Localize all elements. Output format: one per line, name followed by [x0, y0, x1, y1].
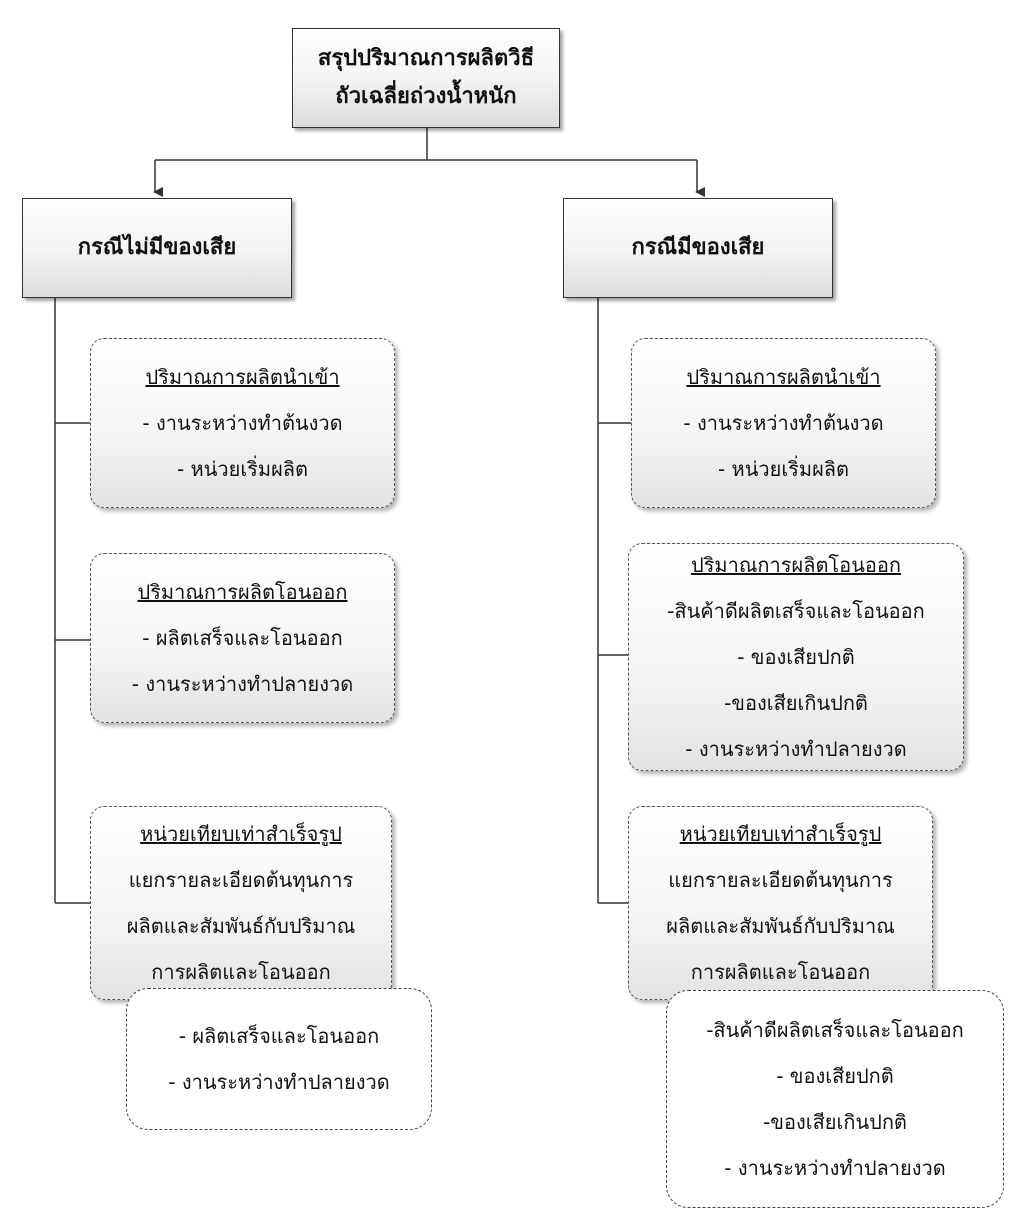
left-detail-box: - ผลิตเสร็จและโอนออก - งานระหว่างทำปลายง… [126, 988, 432, 1130]
right-output-item: -สินค้าดีผลิตเสร็จและโอนออก [667, 599, 925, 623]
left-case-box: กรณีไม่มีของเสีย [22, 198, 292, 298]
right-output-box: ปริมาณการผลิตโอนออก -สินค้าดีผลิตเสร็จแล… [628, 543, 964, 771]
left-equiv-box: หน่วยเทียบเท่าสำเร็จรูป แยกรายละเอียดต้น… [90, 806, 392, 1000]
right-input-item: - งานระหว่างทำต้นงวด [683, 411, 884, 435]
root-box: สรุปปริมาณการผลิตวิธี ถัวเฉลี่ยถ่วงน้ำหน… [292, 28, 560, 128]
right-output-item: -ของเสียเกินปกติ [724, 691, 868, 715]
left-detail-item: - ผลิตเสร็จและโอนออก [178, 1024, 380, 1048]
right-case-box: กรณีมีของเสีย [563, 198, 833, 298]
right-output-item: - ของเสียปกติ [737, 645, 855, 669]
left-output-item: - งานระหว่างทำปลายงวด [131, 672, 354, 696]
right-detail-item: - งานระหว่างทำปลายงวด [724, 1156, 946, 1180]
right-detail-item: -ของเสียเกินปกติ [763, 1110, 907, 1134]
left-input-item: - งานระหว่างทำต้นงวด [142, 411, 343, 435]
right-equiv-item: ผลิตและสัมพันธ์กับปริมาณ [666, 914, 895, 938]
right-input-item: - หน่วยเริ่มผลิต [717, 457, 850, 481]
right-equiv-item: แยกรายละเอียดต้นทุนการ [668, 868, 893, 892]
left-equiv-heading: หน่วยเทียบเท่าสำเร็จรูป [140, 822, 342, 846]
left-output-box: ปริมาณการผลิตโอนออก - ผลิตเสร็จและโอนออก… [90, 553, 395, 723]
left-detail-item: - งานระหว่างทำปลายงวด [168, 1070, 390, 1094]
right-equiv-box: หน่วยเทียบเท่าสำเร็จรูป แยกรายละเอียดต้น… [628, 806, 933, 1000]
left-input-heading: ปริมาณการผลิตนำเข้า [145, 365, 340, 389]
left-case-title: กรณีไม่มีของเสีย [77, 235, 237, 260]
right-equiv-item: การผลิตและโอนออก [690, 960, 871, 984]
left-output-item: - ผลิตเสร็จและโอนออก [142, 626, 343, 650]
left-equiv-item: แยกรายละเอียดต้นทุนการ [128, 868, 354, 892]
right-detail-box: -สินค้าดีผลิตเสร็จและโอนออก - ของเสียปกต… [666, 990, 1004, 1208]
left-input-box: ปริมาณการผลิตนำเข้า - งานระหว่างทำต้นงวด… [90, 338, 395, 508]
left-input-item: - หน่วยเริ่มผลิต [176, 457, 309, 481]
right-output-heading: ปริมาณการผลิตโอนออก [690, 553, 901, 577]
right-input-box: ปริมาณการผลิตนำเข้า - งานระหว่างทำต้นงวด… [631, 338, 936, 508]
right-detail-item: -สินค้าดีผลิตเสร็จและโอนออก [706, 1018, 964, 1042]
left-output-heading: ปริมาณการผลิตโอนออก [137, 580, 348, 604]
right-detail-item: - ของเสียปกติ [776, 1064, 894, 1088]
root-line-1: สรุปปริมาณการผลิตวิธี [317, 46, 535, 71]
left-equiv-item: การผลิตและโอนออก [151, 960, 331, 984]
root-line-2: ถัวเฉลี่ยถ่วงน้ำหนัก [335, 84, 517, 109]
right-equiv-heading: หน่วยเทียบเท่าสำเร็จรูป [679, 822, 882, 846]
left-equiv-item: ผลิตและสัมพันธ์กับปริมาณ [126, 914, 356, 938]
right-case-title: กรณีมีของเสีย [631, 235, 765, 260]
right-input-heading: ปริมาณการผลิตนำเข้า [686, 365, 881, 389]
right-output-item: - งานระหว่างทำปลายงวด [685, 737, 907, 761]
